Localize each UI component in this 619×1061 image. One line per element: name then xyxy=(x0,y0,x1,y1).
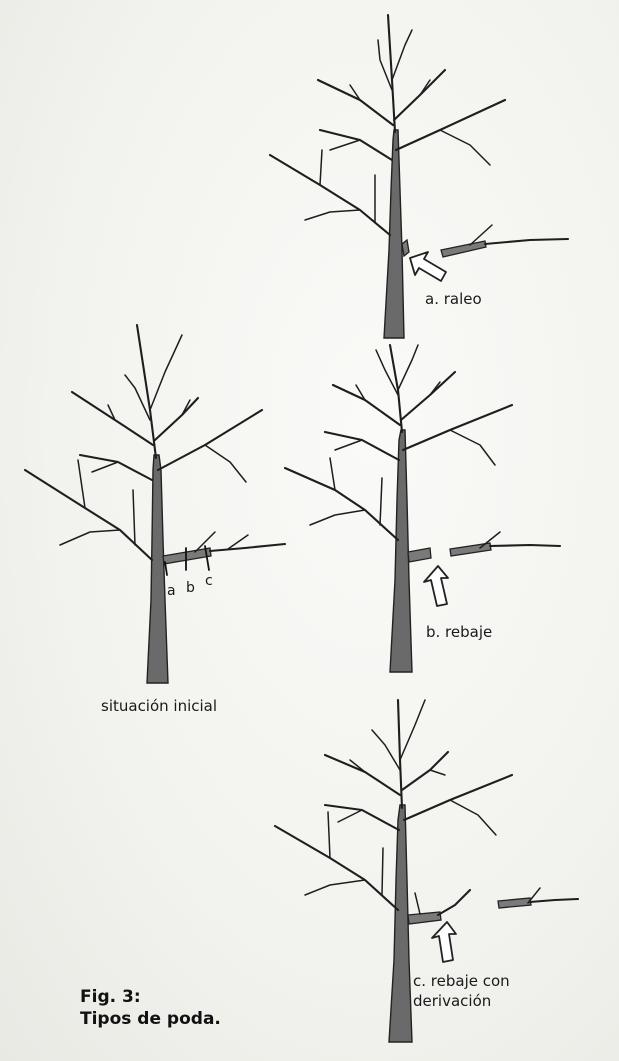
trunk-rebaje xyxy=(390,430,412,672)
caption-title: Tipos de poda. xyxy=(80,1008,221,1030)
removed-limb-derivacion xyxy=(498,898,531,908)
figure-caption: Fig. 3: Tipos de poda. xyxy=(80,986,221,1030)
label-rebaje-derivacion-line1: c. rebaje con xyxy=(413,973,510,990)
label-cut-c: c xyxy=(205,573,213,590)
tree-rebaje-derivacion xyxy=(275,700,578,1042)
arrow-raleo xyxy=(410,252,446,281)
arrow-rebaje xyxy=(424,566,448,606)
arrow-rebaje-derivacion xyxy=(432,922,456,962)
label-rebaje: b. rebaje xyxy=(426,624,492,641)
limb-situacion-inicial xyxy=(163,548,211,564)
trunk-raleo xyxy=(384,130,404,338)
label-cut-a: a xyxy=(167,583,176,600)
tree-situacion-inicial xyxy=(25,325,285,683)
caption-figure-number: Fig. 3: xyxy=(80,986,221,1008)
trunk-situacion-inicial xyxy=(147,455,168,683)
label-raleo: a. raleo xyxy=(425,291,482,308)
label-situacion-inicial: situación inicial xyxy=(101,698,217,715)
label-rebaje-derivacion-line2: derivación xyxy=(413,993,491,1010)
label-cut-b: b xyxy=(186,580,195,597)
tree-rebaje xyxy=(285,345,560,672)
removed-limb-raleo xyxy=(441,241,486,257)
tree-raleo xyxy=(270,15,568,338)
